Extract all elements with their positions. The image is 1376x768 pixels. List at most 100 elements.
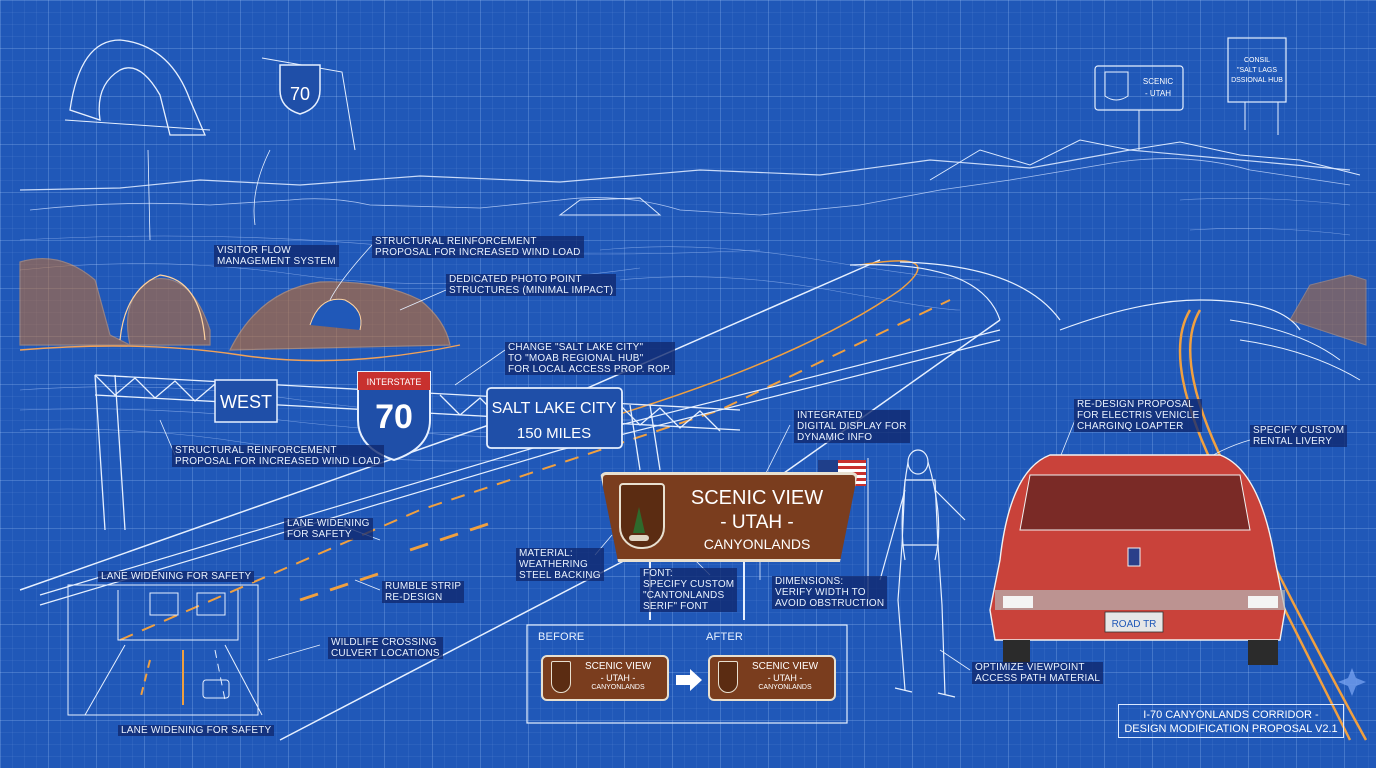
note-structural-left-line2: PROPOSAL FOR INCREASED WIND LOAD: [172, 456, 384, 467]
note-font-line3: "CANTONLANDS: [640, 590, 738, 601]
note-photo-point-line1: DEDICATED PHOTO POINT: [446, 274, 617, 285]
small-shield-number: 70: [290, 84, 310, 104]
scenic-sign-line3: CANYONLANDS: [703, 536, 811, 552]
note-rumble-strip-line2: RE-DESIGN: [382, 592, 465, 603]
title-block-line2: DESIGN MODIFICATION PROPOSAL V2.1: [1124, 723, 1338, 735]
horizon-mesas: [19, 149, 1351, 191]
lane-diagram: [67, 584, 263, 716]
note-viewpoint-line2: ACCESS PATH MATERIAL: [972, 673, 1104, 684]
before-sign-line1: SCENIC VIEW: [584, 661, 652, 672]
note-dimensions-line2: VERIFY WIDTH TO: [772, 587, 888, 598]
distant-sign-line1: CONSIL: [1244, 57, 1270, 64]
scenic-sign-line2: - UTAH -: [720, 512, 794, 533]
note-visitor-flow: VISITOR FLOW MANAGEMENT SYSTEM: [214, 245, 339, 267]
rock-arch-left: [19, 257, 211, 347]
note-integrated-display-line3: DYNAMIC INFO: [794, 432, 910, 443]
note-font-line2: SPECIFY CUSTOM: [640, 579, 738, 590]
license-plate: ROAD TR: [1112, 619, 1157, 630]
note-ev-charging-line2: FOR ELECTRIS VENICLE: [1074, 410, 1203, 421]
note-ev-charging-line1: RE-DESIGN PROPOSAL: [1074, 399, 1203, 410]
delicate-arch-sketch: [69, 39, 206, 136]
interstate-shield: INTERSTATE 70: [357, 371, 431, 462]
after-sign-icon: [718, 661, 738, 693]
note-visitor-flow-line2: MANAGEMENT SYSTEM: [214, 256, 339, 267]
mountain-range-right: [929, 139, 1361, 181]
note-viewpoint-line1: OPTIMIZE VIEWPOINT: [972, 662, 1104, 673]
note-material: MATERIAL: WEATHERING STEEL BACKING: [516, 548, 604, 581]
note-dimensions: DIMENSIONS: VERIFY WIDTH TO AVOID OBSTRU…: [772, 576, 888, 609]
note-wildlife-line2: CULVERT LOCATIONS: [328, 648, 443, 659]
after-sign-line1: SCENIC VIEW: [751, 661, 819, 672]
scenic-sign-line1: SCENIC VIEW: [690, 487, 824, 509]
title-block-line1: I-70 CANYONLANDS CORRIDOR -: [1143, 709, 1319, 721]
note-viewpoint: OPTIMIZE VIEWPOINT ACCESS PATH MATERIAL: [972, 662, 1104, 684]
small-gantry-shield: 70: [261, 57, 356, 151]
note-change-slc-line2: TO "MOAB REGIONAL HUB": [505, 353, 675, 364]
note-ev-charging: RE-DESIGN PROPOSAL FOR ELECTRIS VENICLE …: [1074, 399, 1203, 432]
note-structural-left: STRUCTURAL REINFORCEMENT PROPOSAL FOR IN…: [172, 445, 384, 467]
note-material-line1: MATERIAL:: [516, 548, 604, 559]
gantry-destination: SALT LAKE CITY: [492, 400, 617, 417]
note-change-slc: CHANGE "SALT LAKE CITY" TO "MOAB REGIONA…: [505, 342, 675, 375]
note-dimensions-line3: AVOID OBSTRUCTION: [772, 598, 888, 609]
rumble-strip-marks: [299, 522, 489, 602]
nps-sign-line2: - UTAH: [1145, 89, 1171, 98]
note-wildlife-line1: WILDLIFE CROSSING: [328, 637, 443, 648]
nps-arrowhead-icon: [619, 483, 665, 549]
title-block: I-70 CANYONLANDS CORRIDOR - DESIGN MODIF…: [1118, 704, 1344, 738]
distant-sign-line3: DSSIONAL HUB: [1231, 77, 1283, 84]
comparison-arrow: [676, 669, 702, 691]
note-lane-widening-mid: LANE WIDENING FOR SAFETY: [284, 518, 373, 540]
far-ridges: [29, 158, 1351, 216]
note-lane-widening-mid-line1: LANE WIDENING: [284, 518, 373, 529]
scenic-view-sign: SCENIC VIEW - UTAH - CANYONLANDS: [600, 472, 858, 562]
note-font-line4: SERIF" FONT: [640, 601, 738, 612]
road-curve-far: [849, 261, 1061, 321]
nps-sign-top: SCENIC - UTAH: [1094, 65, 1184, 150]
shield-header: INTERSTATE: [367, 377, 422, 387]
note-lane-widening-left: LANE WIDENING FOR SAFETY: [98, 571, 255, 582]
before-sign-icon: [551, 661, 571, 693]
red-car: ROAD TR: [989, 454, 1286, 665]
highway-center-line: [119, 299, 951, 641]
before-sign-line3: CANYONLANDS: [591, 684, 645, 691]
note-change-slc-line1: CHANGE "SALT LAKE CITY": [505, 342, 675, 353]
note-structural-top-line2: PROPOSAL FOR INCREASED WIND LOAD: [372, 247, 584, 258]
after-label: AFTER: [706, 631, 744, 643]
note-lane-widening-bottom: LANE WIDENING FOR SAFETY: [118, 725, 275, 736]
note-material-line3: STEEL BACKING: [516, 570, 604, 581]
shield-number: 70: [375, 398, 413, 436]
note-change-slc-line3: FOR LOCAL ACCESS PROP. ROP.: [505, 364, 675, 375]
before-label: BEFORE: [538, 631, 585, 643]
right-road-edge: [1059, 299, 1301, 331]
note-structural-top: STRUCTURAL REINFORCEMENT PROPOSAL FOR IN…: [372, 236, 584, 258]
note-material-line2: WEATHERING: [516, 559, 604, 570]
nps-sign-line1: SCENIC: [1143, 77, 1173, 86]
before-sign-line2: - UTAH -: [600, 673, 636, 683]
comparison-frame: [526, 624, 848, 724]
note-font: FONT: SPECIFY CUSTOM "CANTONLANDS SERIF"…: [640, 568, 738, 612]
note-rumble-strip-line1: RUMBLE STRIP: [382, 581, 465, 592]
gantry-panel-destination: SALT LAKE CITY 150 MILES: [486, 387, 623, 449]
note-integrated-display-line2: DIGITAL DISPLAY FOR: [794, 421, 910, 432]
note-rental-livery-line1: SPECIFY CUSTOM: [1250, 425, 1348, 436]
note-integrated-display: INTEGRATED DIGITAL DISPLAY FOR DYNAMIC I…: [794, 410, 910, 443]
note-photo-point-line2: STRUCTURES (MINIMAL IMPACT): [446, 285, 617, 296]
hitchhiker-figure: [879, 449, 966, 698]
note-rental-livery-line2: RENTAL LIVERY: [1250, 436, 1348, 447]
note-rental-livery: SPECIFY CUSTOM RENTAL LIVERY: [1250, 425, 1348, 447]
gantry-distance: 150 MILES: [517, 425, 591, 442]
note-font-line1: FONT:: [640, 568, 738, 579]
after-sign-line3: CANYONLANDS: [758, 684, 812, 691]
note-visitor-flow-line1: VISITOR FLOW: [214, 245, 339, 256]
note-dimensions-line1: DIMENSIONS:: [772, 576, 888, 587]
compass-star: [1338, 668, 1366, 696]
note-rumble-strip: RUMBLE STRIP RE-DESIGN: [382, 581, 465, 603]
before-sign: SCENIC VIEW - UTAH - CANYONLANDS: [541, 655, 669, 701]
note-photo-point: DEDICATED PHOTO POINT STRUCTURES (MINIMA…: [446, 274, 617, 296]
distant-sign: CONSIL "SALT LAGS DSSIONAL HUB: [1227, 37, 1287, 135]
note-structural-left-line1: STRUCTURAL REINFORCEMENT: [172, 445, 384, 456]
gantry-direction: WEST: [220, 392, 272, 412]
